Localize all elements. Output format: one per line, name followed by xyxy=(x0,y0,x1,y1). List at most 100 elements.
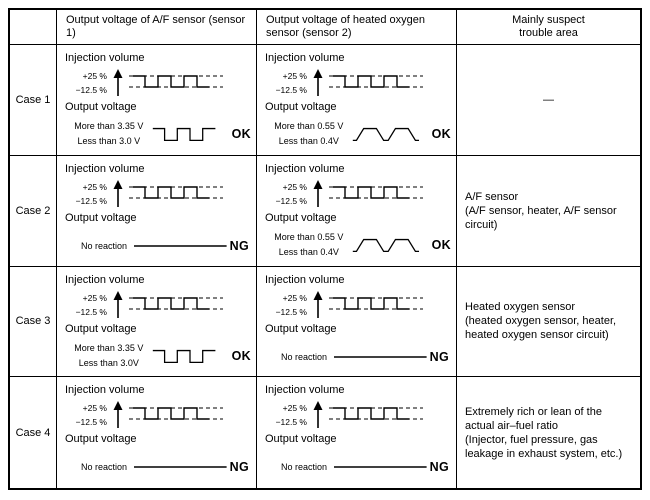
injection-percent-labels: +25 % −12.5 % xyxy=(269,71,307,95)
case-2-trouble-cell: A/F sensor (A/F sensor, heater, A/F sens… xyxy=(457,156,640,267)
no-reaction-row: No reaction NG xyxy=(69,239,254,253)
upper-threshold-label: More than 3.35 V xyxy=(74,121,144,131)
square-output-waveform xyxy=(151,344,229,368)
injection-percent-labels: +25 % −12.5 % xyxy=(69,293,107,317)
injection-waveform xyxy=(309,179,427,209)
case-2-sensor1-cell: Injection volume +25 % −12.5 % Output vo… xyxy=(57,155,257,267)
injection-waveform xyxy=(309,290,427,320)
injection-waveform xyxy=(309,400,427,430)
case-label: Case 2 xyxy=(15,204,51,217)
output-voltage-label: Output voltage xyxy=(265,433,337,446)
header-trouble-cell: Mainly suspect trouble area xyxy=(457,10,640,45)
output-wave-row: More than 3.35 V Less than 3.0V OK xyxy=(69,343,254,369)
no-reaction-row: No reaction NG xyxy=(269,350,454,364)
injection-percent-labels: +25 % −12.5 % xyxy=(269,293,307,317)
output-wave-row: More than 0.55 V Less than 0.4V OK xyxy=(269,232,454,258)
injection-volume-label: Injection volume xyxy=(65,273,145,286)
no-reaction-row: No reaction NG xyxy=(69,460,254,474)
flat-line-waveform xyxy=(334,466,427,468)
case-label: Case 1 xyxy=(15,93,51,106)
injection-volume-label: Injection volume xyxy=(265,52,345,64)
injection-wave-row: +25 % −12.5 % xyxy=(269,179,454,209)
header-sensor2-cell: Output voltage of heated oxygen sensor (… xyxy=(257,10,457,45)
voltage-threshold-labels: More than 3.35 V Less than 3.0 V xyxy=(69,121,149,147)
injection-percent-labels: +25 % −12.5 % xyxy=(269,403,307,427)
header-sensor1-label: Output voltage of A/F sensor (sensor 1) xyxy=(66,14,246,39)
lower-threshold-label: Less than 0.4V xyxy=(278,246,339,257)
minus-percent-label: −12.5 % xyxy=(75,306,107,317)
plus-percent-label: +25 % xyxy=(82,71,107,81)
injection-wave-row: +25 % −12.5 % xyxy=(269,290,454,320)
minus-percent-label: −12.5 % xyxy=(275,195,307,206)
upper-threshold-label: More than 0.55 V xyxy=(274,231,344,242)
case-3-sensor1-cell: Injection volume +25 % −12.5 % Output vo… xyxy=(57,266,257,378)
trouble-main-text: — xyxy=(543,93,554,106)
square-output-waveform xyxy=(151,122,229,146)
lower-threshold-label: Less than 3.0 V xyxy=(77,136,141,146)
injection-volume-label: Injection volume xyxy=(65,162,145,175)
plus-percent-label: +25 % xyxy=(82,292,107,303)
plus-percent-label: +25 % xyxy=(82,181,107,192)
injection-percent-labels: +25 % −12.5 % xyxy=(69,403,107,427)
header-trouble-label: Mainly suspect trouble area xyxy=(512,14,585,39)
output-voltage-label: Output voltage xyxy=(265,211,337,224)
no-reaction-label: No reaction xyxy=(81,240,128,251)
output-wave-row: More than 0.55 V Less than 0.4V OK xyxy=(269,121,454,147)
output-voltage-label: Output voltage xyxy=(65,322,137,335)
injection-volume-label: Injection volume xyxy=(265,273,345,286)
lower-threshold-label: Less than 0.4V xyxy=(278,136,339,146)
output-wave-row: More than 3.35 V Less than 3.0 V OK xyxy=(69,121,254,147)
result-label: OK xyxy=(231,127,251,141)
result-label: NG xyxy=(229,460,249,475)
case-1-sensor1-cell: Injection volume +25 % −12.5 % Output vo… xyxy=(57,45,257,156)
output-voltage-label: Output voltage xyxy=(265,101,337,113)
injection-waveform xyxy=(109,290,227,320)
case-3-sensor2-cell: Injection volume +25 % −12.5 % Output vo… xyxy=(257,266,457,378)
output-voltage-label: Output voltage xyxy=(65,211,137,224)
result-label: OK xyxy=(431,237,451,252)
voltage-threshold-labels: More than 3.35 V Less than 3.0V xyxy=(69,343,149,369)
minus-percent-label: −12.5 % xyxy=(75,417,107,428)
injection-volume-label: Injection volume xyxy=(65,52,145,64)
case-2-sensor2-cell: Injection volume +25 % −12.5 % Output vo… xyxy=(257,155,457,267)
injection-volume-label: Injection volume xyxy=(65,384,145,397)
injection-waveform xyxy=(109,68,227,98)
injection-percent-labels: +25 % −12.5 % xyxy=(69,71,107,95)
case-1-trouble-cell: — xyxy=(457,45,640,156)
minus-percent-label: −12.5 % xyxy=(275,85,307,95)
voltage-threshold-labels: More than 0.55 V Less than 0.4V xyxy=(269,121,349,147)
trapezoid-output-waveform xyxy=(351,233,429,257)
injection-wave-row: +25 % −12.5 % xyxy=(269,400,454,430)
trouble-detail-text: (Injector, fuel pressure, gas leakage in… xyxy=(465,433,623,460)
minus-percent-label: −12.5 % xyxy=(275,417,307,428)
upper-threshold-label: More than 3.35 V xyxy=(74,342,144,353)
no-reaction-label: No reaction xyxy=(281,351,328,362)
output-voltage-label: Output voltage xyxy=(265,322,337,335)
injection-percent-labels: +25 % −12.5 % xyxy=(269,182,307,206)
trapezoid-output-waveform xyxy=(351,122,429,146)
upper-threshold-label: More than 0.55 V xyxy=(274,121,344,131)
injection-waveform xyxy=(309,68,427,98)
injection-waveform xyxy=(109,179,227,209)
result-label: NG xyxy=(229,238,249,253)
trouble-main-text: Extremely rich or lean of the actual air… xyxy=(465,405,602,432)
injection-volume-label: Injection volume xyxy=(265,162,345,175)
case-3-trouble-cell: Heated oxygen sensor (heated oxygen sens… xyxy=(457,267,640,378)
minus-percent-label: −12.5 % xyxy=(75,85,107,95)
plus-percent-label: +25 % xyxy=(282,403,307,414)
case-4-sensor2-cell: Injection volume +25 % −12.5 % Output vo… xyxy=(257,377,457,488)
case-1-sensor2-cell: Injection volume +25 % −12.5 % Output vo… xyxy=(257,45,457,156)
trouble-main-text: A/F sensor xyxy=(465,190,519,203)
output-voltage-label: Output voltage xyxy=(65,101,137,113)
header-sensor2-label: Output voltage of heated oxygen sensor (… xyxy=(266,14,426,39)
minus-percent-label: −12.5 % xyxy=(75,195,107,206)
injection-wave-row: +25 % −12.5 % xyxy=(69,68,254,98)
case-1-label-cell: Case 1 xyxy=(10,45,57,156)
result-label: NG xyxy=(429,349,449,364)
case-4-trouble-cell: Extremely rich or lean of the actual air… xyxy=(457,377,640,488)
injection-wave-row: +25 % −12.5 % xyxy=(69,400,254,430)
case-3-label-cell: Case 3 xyxy=(10,266,57,378)
no-reaction-label: No reaction xyxy=(81,462,128,473)
plus-percent-label: +25 % xyxy=(82,403,107,414)
result-label: OK xyxy=(231,348,251,363)
